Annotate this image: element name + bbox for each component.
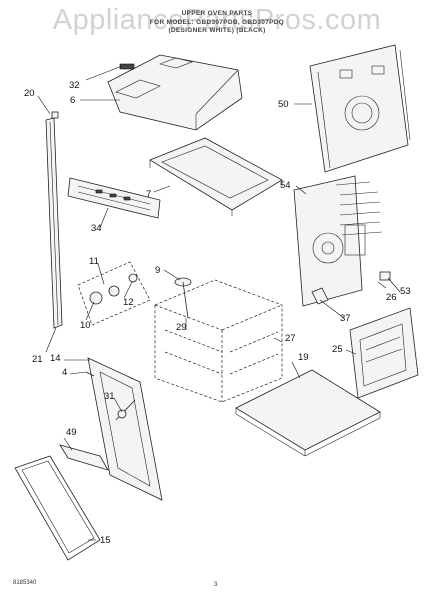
part-clip bbox=[379, 271, 391, 281]
part-top-panel bbox=[107, 54, 243, 131]
callout-label: 21 bbox=[32, 354, 43, 365]
callout-label: 29 bbox=[176, 322, 187, 333]
part-front-frame bbox=[87, 357, 163, 501]
callout-label: 54 bbox=[280, 180, 291, 191]
callout-label: 37 bbox=[340, 313, 351, 324]
part-vent bbox=[59, 444, 109, 471]
part-rear-panel bbox=[309, 44, 411, 173]
part-knob-group bbox=[77, 261, 151, 326]
model-line: FOR MODEL: GBD307PDB, GBD307PDQ bbox=[149, 19, 285, 26]
callout-label: 25 bbox=[332, 344, 343, 355]
callout-label: 34 bbox=[91, 223, 102, 234]
callout-label: 53 bbox=[400, 286, 411, 297]
callout-label: 11 bbox=[89, 256, 99, 267]
callout-label: 32 bbox=[69, 80, 80, 91]
part-gasket bbox=[14, 455, 101, 561]
part-oven-cavity bbox=[154, 279, 283, 403]
callout-label: 6 bbox=[70, 95, 76, 106]
callout-label: 9 bbox=[155, 265, 161, 276]
callout-label: 7 bbox=[146, 189, 152, 200]
part-fan-assembly bbox=[293, 175, 383, 307]
callout-label: 49 bbox=[66, 427, 77, 438]
part-bottom-tray bbox=[235, 369, 381, 457]
document-number: 8185340 bbox=[13, 580, 37, 586]
part-side-trim bbox=[45, 111, 63, 329]
callout-label: 19 bbox=[298, 352, 309, 363]
callout-label: 10 bbox=[80, 320, 91, 331]
part-screw bbox=[85, 371, 95, 377]
callout-label: 20 bbox=[24, 88, 35, 99]
callout-label: 27 bbox=[285, 333, 296, 344]
callout-label: 12 bbox=[123, 297, 134, 308]
callout-label: 15 bbox=[100, 535, 111, 546]
color-line: (DESIGNER WHITE) (BLACK) bbox=[168, 27, 266, 34]
part-bracket bbox=[311, 287, 329, 305]
part-sensor bbox=[174, 277, 192, 319]
callout-label: 26 bbox=[386, 292, 397, 303]
page-number: 3 bbox=[214, 582, 218, 588]
callout-label: 4 bbox=[62, 367, 68, 378]
callout-label: 31 bbox=[104, 391, 115, 402]
leader-lines bbox=[37, 65, 401, 541]
part-control-strip bbox=[67, 177, 161, 219]
callout-label: 14 bbox=[50, 353, 61, 364]
watermark: AppliancePartsPros.com bbox=[52, 4, 382, 36]
part-oven-tray bbox=[149, 137, 283, 216]
callout-label: 50 bbox=[278, 99, 289, 110]
diagram-title: UPPER OVEN PARTS bbox=[181, 10, 253, 17]
part-side-panel bbox=[349, 307, 419, 399]
